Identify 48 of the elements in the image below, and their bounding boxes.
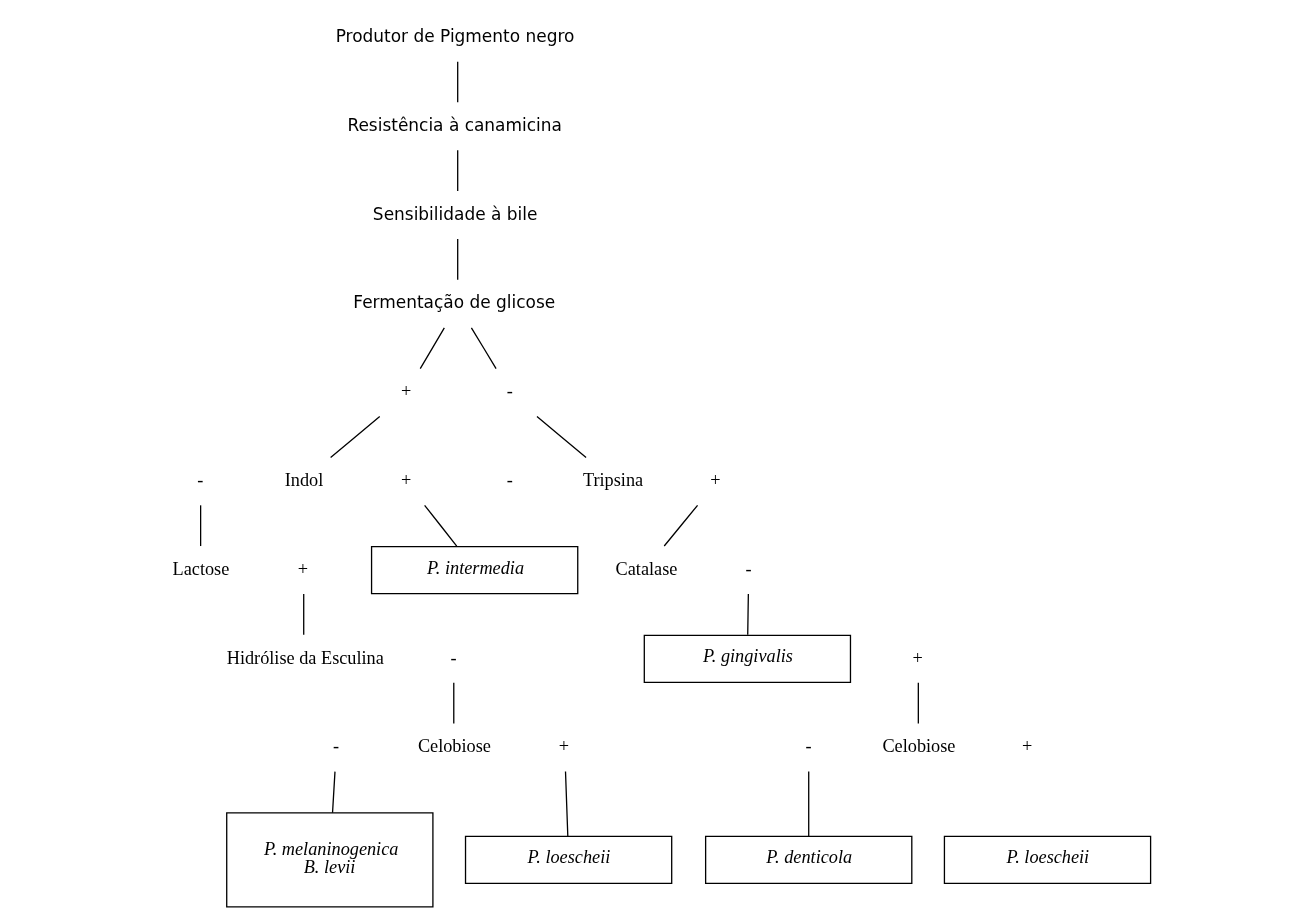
connector — [456, 149, 458, 192]
node-text: Celobiose — [881, 735, 955, 756]
connector — [419, 326, 445, 369]
connector — [456, 237, 458, 280]
connector — [456, 60, 458, 103]
node-box: P. loescheii — [943, 835, 1151, 884]
node-text: - — [332, 735, 339, 756]
node-text: + — [400, 380, 411, 401]
node-text: - — [196, 469, 203, 490]
connector — [564, 770, 568, 837]
connector — [423, 504, 457, 547]
node-text: + — [297, 558, 308, 579]
connector — [199, 504, 201, 547]
connector — [331, 770, 336, 813]
node-text: - — [744, 558, 752, 579]
node-text: - — [804, 735, 812, 756]
node-text: + — [911, 647, 923, 668]
connector — [470, 326, 497, 369]
node-text: Indol — [284, 469, 323, 490]
node-box: P. gingivalis — [643, 634, 851, 683]
node-text: + — [1021, 735, 1032, 756]
node-text: Celobiose — [417, 735, 491, 756]
node-text: - — [506, 380, 513, 401]
node-text: Produtor de Pigmento negro — [335, 25, 574, 46]
connector — [535, 415, 587, 458]
node-text: + — [709, 469, 720, 490]
node-box: P. loescheii — [464, 835, 672, 884]
connector — [917, 681, 919, 724]
connector — [746, 592, 749, 635]
node-box: P. melaninogenica B. levii — [225, 811, 434, 907]
node-text: Catalase — [615, 558, 677, 579]
node-text: Hidrólise da Esculina — [226, 647, 384, 668]
node-text: - — [450, 647, 457, 668]
connector — [452, 681, 454, 724]
connector — [302, 592, 304, 635]
node-text: - — [506, 469, 513, 490]
connector — [663, 504, 698, 547]
node-text: Lactose — [172, 558, 229, 579]
node-text: + — [400, 469, 411, 490]
node-text: Resistência à canamicina — [346, 114, 562, 135]
connector — [807, 770, 809, 837]
connector — [329, 415, 380, 458]
node-box: P. intermedia — [370, 545, 578, 594]
node-text: + — [558, 735, 569, 756]
node-text: Fermentação de glicose — [352, 291, 555, 312]
node-text: Tripsina — [582, 469, 643, 490]
node-box: P. denticola — [704, 835, 912, 884]
node-text: Sensibilidade à bile — [372, 203, 537, 224]
